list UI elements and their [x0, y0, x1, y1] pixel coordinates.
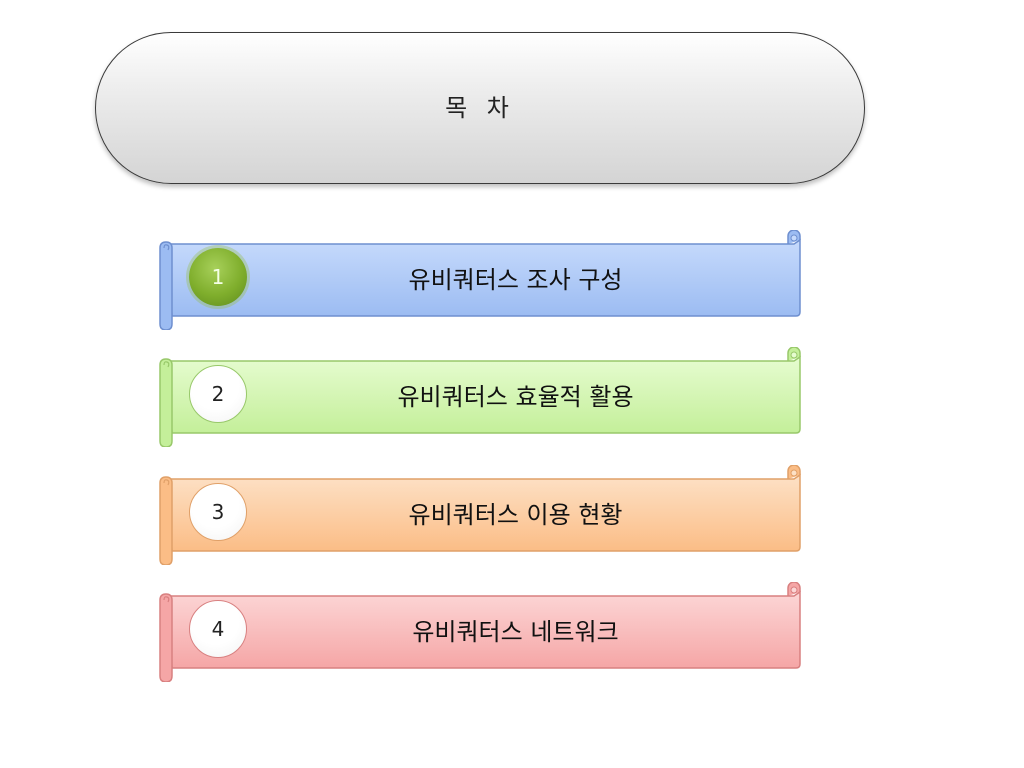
scroll-left-roll [159, 476, 173, 565]
scroll-body [167, 355, 801, 434]
scroll-left-roll [159, 358, 173, 447]
scroll-left-roll [159, 241, 173, 330]
page-title: 목 차 [445, 93, 515, 122]
toc-item-4[interactable]: 4 유비쿼터스 네트워크 [158, 582, 803, 682]
scroll-ornament [790, 586, 798, 594]
item-label: 유비쿼터스 네트워크 [412, 617, 619, 646]
scroll-banner-shape [159, 465, 801, 565]
toc-item-1[interactable]: 1 유비쿼터스 조사 구성 [158, 230, 803, 330]
item-number: 3 [211, 500, 225, 524]
item-number: 2 [211, 382, 225, 406]
scroll-banner-shape [159, 347, 801, 447]
item-number: 1 [211, 265, 225, 289]
item-number-badge: 2 [189, 365, 247, 423]
toc-item-3[interactable]: 3 유비쿼터스 이용 현황 [158, 465, 803, 565]
toc-item-2[interactable]: 2 유비쿼터스 효율적 활용 [158, 347, 803, 447]
scroll-left-roll [159, 593, 173, 682]
scroll-ornament [790, 351, 798, 359]
scroll-ornament [790, 234, 798, 242]
scroll-body [167, 238, 801, 317]
item-number-badge: 4 [189, 600, 247, 658]
scroll-body [167, 590, 801, 669]
scroll-ornament [163, 244, 170, 251]
scroll-ornament [163, 596, 170, 603]
scroll-ornament [163, 361, 170, 368]
item-number: 4 [211, 617, 225, 641]
item-label: 유비쿼터스 이용 현황 [408, 500, 623, 529]
title-banner: 목 차 [95, 32, 865, 184]
scroll-banner-shape [159, 230, 801, 330]
scroll-banner-shape [159, 582, 801, 682]
item-number-badge: 3 [189, 483, 247, 541]
item-label: 유비쿼터스 조사 구성 [408, 265, 623, 294]
scroll-ornament [163, 479, 170, 486]
item-number-badge: 1 [189, 248, 247, 306]
item-label: 유비쿼터스 효율적 활용 [397, 382, 634, 411]
scroll-ornament [790, 469, 798, 477]
scroll-body [167, 473, 801, 552]
